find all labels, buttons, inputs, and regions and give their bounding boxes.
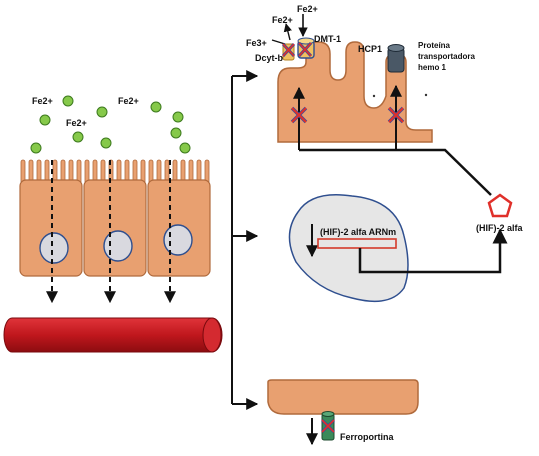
- label-fe2-lumen-2: Fe2+: [118, 96, 139, 106]
- enterocyte-nucleus: [163, 224, 193, 256]
- basolateral-membrane-cell: [267, 379, 419, 415]
- enterocyte-cell: [83, 159, 147, 277]
- iron-particle: [62, 95, 74, 107]
- inhibition-marker-dcytb: [281, 42, 296, 58]
- label-dcytb: Dcyt-b: [255, 53, 284, 63]
- enterocyte-group: [19, 159, 211, 277]
- hif-mrna-box: [317, 238, 397, 249]
- lumen-iron-particles: [30, 95, 191, 154]
- hif-protein-pentagon: [487, 193, 513, 218]
- iron-particle: [150, 101, 162, 113]
- pathway-bracket: [231, 70, 259, 410]
- iron-particle: [179, 142, 191, 154]
- absorption-arrows: [46, 160, 176, 304]
- iron-particle: [72, 131, 84, 143]
- inhibition-marker-dmt1: [297, 41, 313, 58]
- iron-particle: [170, 127, 182, 139]
- enterocyte-body: [83, 179, 147, 277]
- label-fe2-lumen-3: Fe2+: [66, 118, 87, 128]
- label-hif-protein: (HIF)-2 alfa: [476, 223, 523, 233]
- label-hcp1: HCP1: [358, 44, 382, 54]
- iron-particle: [172, 111, 184, 123]
- label-heme-protein-line-3: hemo 1: [418, 63, 447, 72]
- blood-vessel: [3, 317, 223, 353]
- label-ferroportin: Ferroportina: [340, 432, 394, 442]
- inhibition-marker-hcp1-path: [387, 106, 405, 124]
- enterocyte-nucleus: [103, 230, 133, 262]
- label-heme-protein-line-2: transportadora: [418, 52, 475, 61]
- hif-signal-lines: [299, 148, 508, 274]
- apical-arrows: [271, 14, 402, 150]
- label-fe2-lumen-1: Fe2+: [32, 96, 53, 106]
- label-heme-protein-line-1: Proteína: [418, 41, 451, 50]
- hcp1-transporter: [387, 44, 405, 73]
- iron-particle: [30, 142, 42, 154]
- label-fe2-top-a: Fe2+: [297, 4, 318, 14]
- iron-particle: [39, 114, 51, 126]
- enterocyte-nucleus: [39, 232, 69, 264]
- label-fe3: Fe3+: [246, 38, 267, 48]
- inhibition-marker-ferroportin: [320, 418, 336, 434]
- label-fe2-top-b: Fe2+: [272, 15, 293, 25]
- iron-particle: [100, 137, 112, 149]
- iron-particle: [96, 106, 108, 118]
- label-dmt1: DMT-1: [314, 34, 341, 44]
- inhibition-marker-dmt1-path: [290, 106, 308, 124]
- enterocyte-cell: [147, 159, 211, 277]
- label-hif-mrna: (HIF)-2 alfa ARNm: [320, 227, 396, 237]
